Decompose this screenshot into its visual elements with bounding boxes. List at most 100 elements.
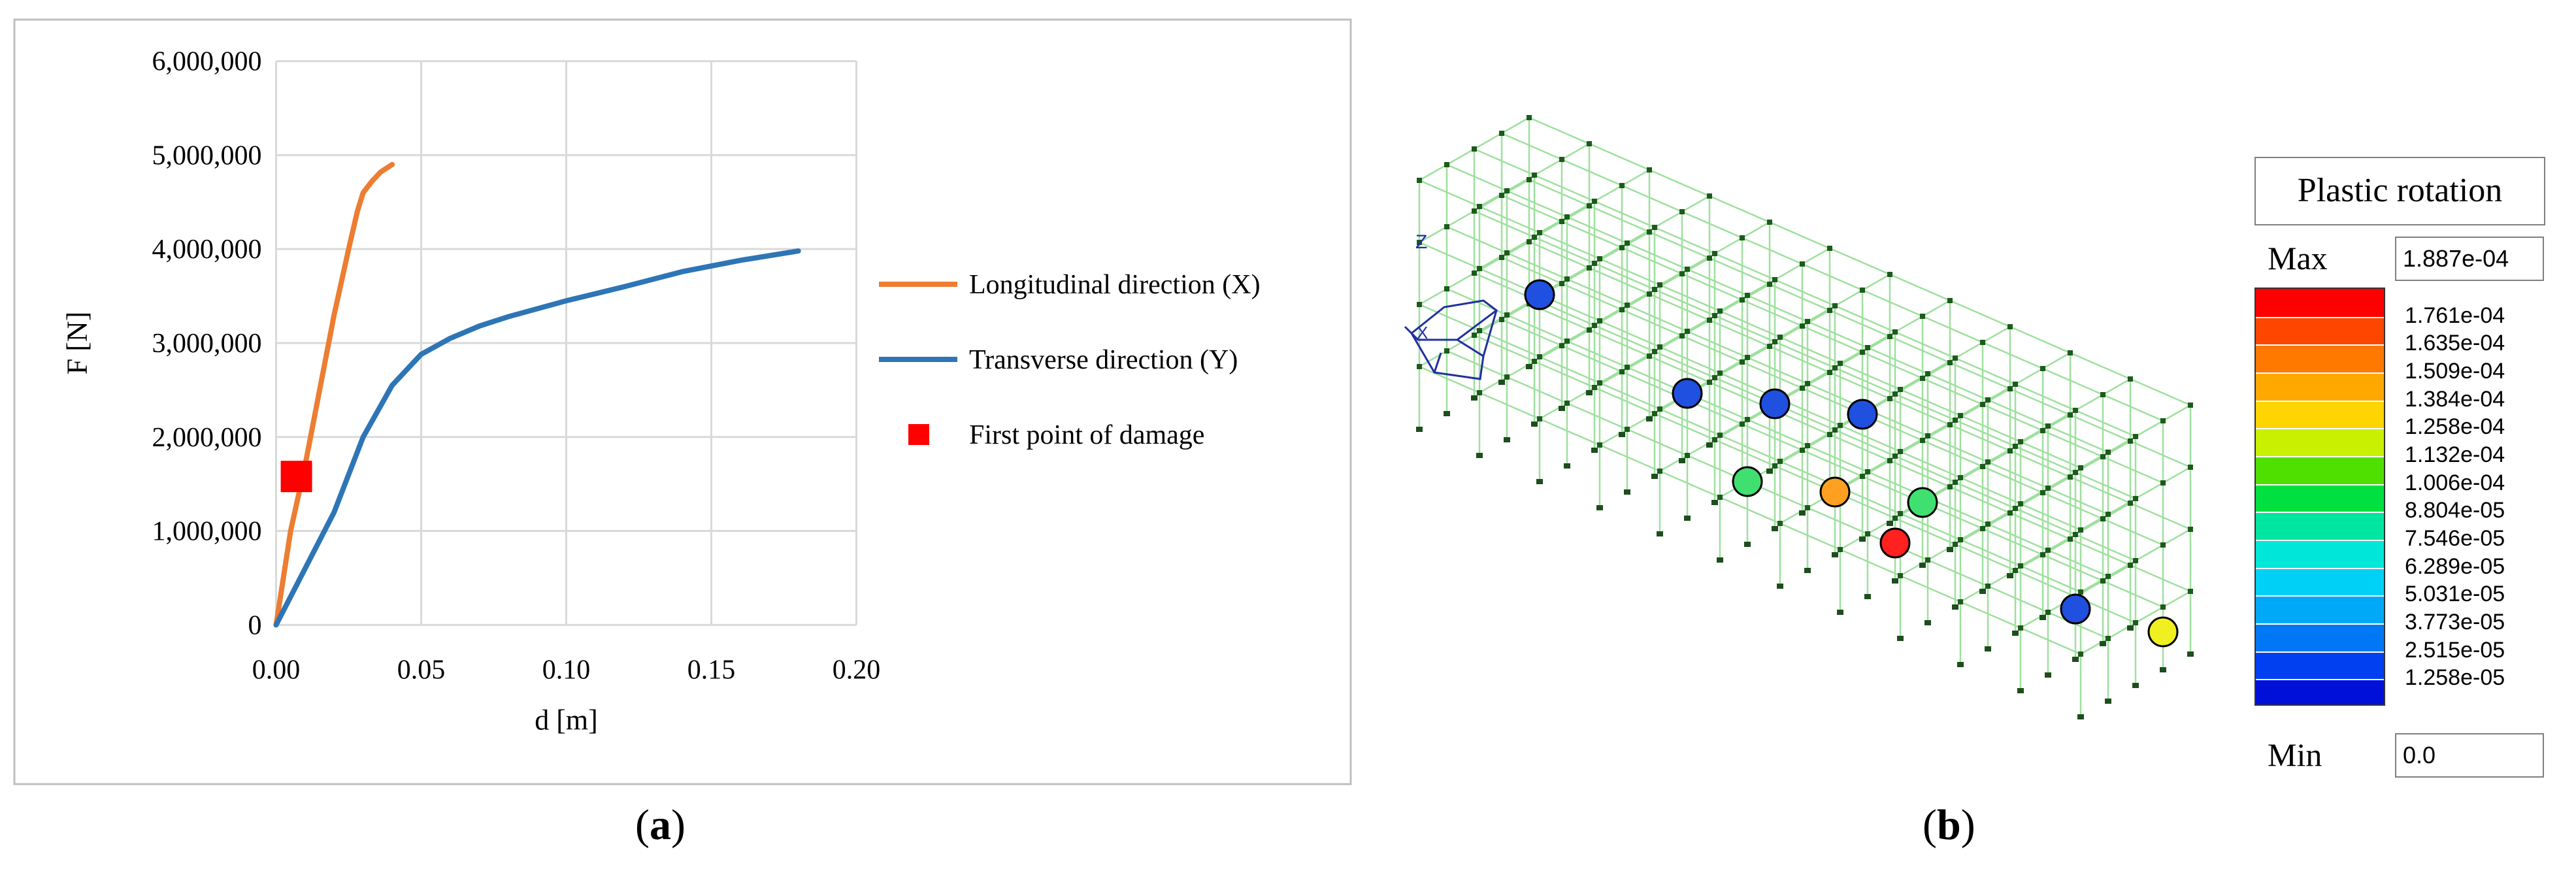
frame-node [1587, 265, 1592, 271]
damage-point-marker [280, 461, 312, 493]
plastic-hinge-marker [1524, 279, 1555, 310]
column-base-support [1619, 432, 1625, 437]
frame-node [1860, 474, 1865, 479]
frame-node [1647, 291, 1652, 297]
frame-node [1619, 369, 1625, 374]
frame-node [1527, 115, 1532, 120]
column-base-support [1657, 531, 1663, 536]
axis-triad-icon [1404, 299, 1498, 380]
frame-node [1679, 333, 1685, 338]
frame-node [1537, 230, 1542, 235]
frame-node [1953, 355, 1958, 361]
legend-color-swatch [2256, 484, 2384, 514]
frame-node [2160, 480, 2166, 486]
frame-node [1832, 427, 1838, 433]
legend-label: Transverse direction (Y) [969, 345, 1238, 375]
frame-node [1805, 505, 1810, 510]
column-base-support [1919, 563, 1926, 568]
frame-node [1865, 469, 1870, 474]
frame-node [2133, 620, 2138, 625]
frame-node [1860, 288, 1865, 293]
plastic-hinge-marker [2147, 616, 2179, 648]
legend-color-swatch [2256, 289, 2384, 318]
legend-color-bar [2254, 288, 2385, 706]
frame-member [1419, 303, 2081, 593]
column-base-support [2017, 688, 2024, 693]
frame-node [1504, 188, 1510, 193]
column-base-support [1864, 594, 1871, 599]
frame-node [1597, 256, 1602, 261]
column-base-support [1924, 620, 1931, 625]
frame-node [1947, 298, 1953, 303]
frame-node [1657, 282, 1662, 288]
frame-node [2045, 610, 2051, 615]
y-tick-label: 2,000,000 [152, 423, 262, 453]
column-base-support [1859, 536, 1866, 542]
column-base-support [1897, 636, 1904, 641]
frame-node [1472, 146, 1477, 152]
frame-node [1527, 239, 1532, 244]
frame-node [1865, 531, 1870, 536]
column-base-support [1624, 489, 1630, 495]
frame-node [2007, 386, 2013, 391]
frame-node [2188, 465, 2193, 470]
frame-node [1947, 484, 1953, 489]
legend-marker-square [908, 424, 929, 445]
frame-node [2160, 418, 2166, 423]
y-axis-label: F [N] [61, 312, 93, 375]
frame-node [1800, 448, 1805, 453]
frame-node [1772, 463, 1777, 469]
frame-node [2160, 604, 2166, 610]
capacity-curve-chart: 01,000,0002,000,0003,000,0004,000,0005,0… [13, 18, 1352, 785]
frame-node [1537, 416, 1542, 421]
frame-node [1564, 276, 1570, 282]
column-base-support [1559, 406, 1565, 411]
frame-node [1587, 203, 1592, 208]
frame-node [1958, 537, 1963, 542]
frame-member [1528, 303, 2191, 593]
frame-member [1474, 272, 2136, 562]
column-base-support [1416, 427, 1423, 432]
frame-node [1652, 225, 1657, 230]
frame-node [1499, 255, 1504, 260]
frame-node [1717, 308, 1723, 314]
frame-member [1446, 288, 2109, 578]
frame-node [1444, 224, 1449, 229]
frame-node [1958, 475, 1963, 480]
legend-color-swatch [2256, 567, 2384, 598]
frame-node [2013, 382, 2018, 387]
frame-node [2018, 625, 2023, 631]
frame-member [1419, 365, 2081, 655]
column-base-support [2012, 631, 2019, 636]
legend-min-label: Min [2268, 736, 2322, 773]
plastic-hinge-marker [1847, 399, 1878, 430]
frame-node [1985, 397, 1990, 403]
column-base-support [1979, 589, 1986, 594]
legend-tick-label: 1.006e-04 [2405, 470, 2505, 495]
column-base-support [1772, 526, 1778, 531]
x-tick-label: 0.15 [687, 655, 736, 685]
frame-node [1417, 364, 1422, 369]
legend-tick-label: 3.773e-05 [2405, 610, 2505, 634]
frame-node [1892, 516, 1898, 521]
frame-node [2007, 324, 2013, 329]
legend-color-swatch [2256, 651, 2384, 682]
frame-node [2045, 423, 2051, 429]
frame-node [2128, 563, 2133, 568]
plastic-hinge-marker [1907, 487, 1938, 518]
frame-node [1532, 235, 1537, 240]
frame-node [1800, 386, 1805, 391]
frame-node [1958, 599, 1963, 604]
frame-member [1528, 178, 2191, 469]
series-layer [273, 161, 801, 628]
legend-label: Longitudinal direction (X) [969, 270, 1261, 300]
frame-node [1745, 417, 1750, 422]
frame-node [1657, 344, 1662, 350]
frame-node [1953, 542, 1958, 547]
frame-node [1619, 307, 1625, 312]
frame-node [1777, 521, 1783, 526]
legend-tick-label: 5.031e-05 [2405, 582, 2505, 607]
frame-node [2128, 501, 2133, 506]
frame-node [1417, 178, 1422, 183]
